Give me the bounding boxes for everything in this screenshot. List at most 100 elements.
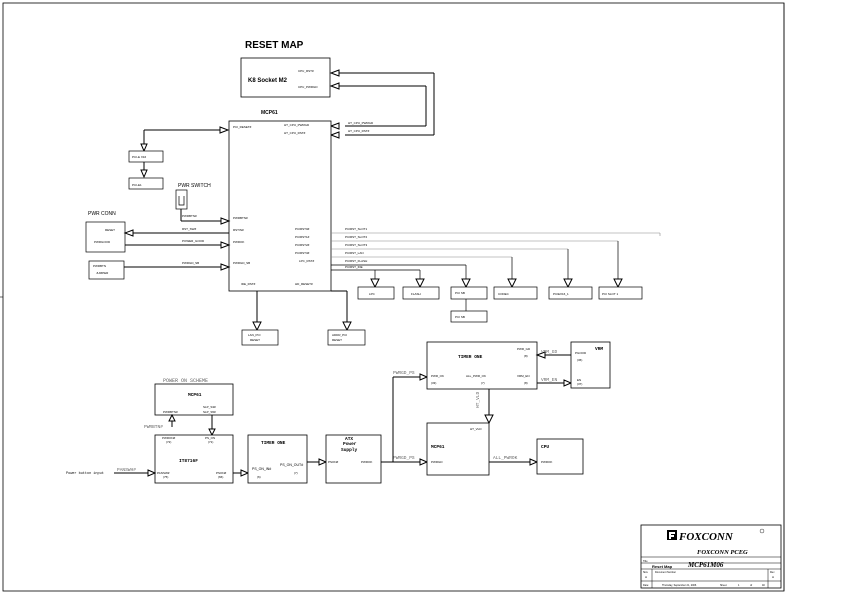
power-button-input-label: Power button input <box>66 471 104 476</box>
scheme-mcp61-slp3: SLP_S3# <box>203 405 216 409</box>
net-pcirst2: PCIRST_SLOT3 <box>345 243 368 247</box>
timer2-all-pwr-ok-num: (7) <box>481 381 485 385</box>
timer-one-title-2: TIMER ONE <box>458 354 483 360</box>
scheme-net-pwrbtn: PWRBTN# <box>144 424 163 430</box>
net-all-pwrok: ALL_PWROK <box>493 455 518 461</box>
net-power-good: POWER_GOOD <box>182 239 205 243</box>
k8-pin-pwrgd: CPU_PWRGD <box>298 85 318 89</box>
timer2-all-pwr-ok: ALL_PWR_OK <box>466 374 486 378</box>
pin-pcirst1: PCIRST1# <box>295 235 310 239</box>
net-lpc-rst: PCIRST_FLASH <box>345 259 367 263</box>
box-pci-slot-1 <box>598 286 643 300</box>
box-lpc <box>357 286 395 300</box>
power-on-scheme-label: POWER ON SCHEME <box>163 378 208 384</box>
pin-pwrgd-sb: PWRGD_SB <box>233 261 250 265</box>
atx-pson: PSON# <box>328 460 339 464</box>
jumper-block <box>88 260 125 280</box>
timer-one-block-2 <box>426 341 538 390</box>
it-ps-on: PS_ON <box>205 436 215 440</box>
timer-one-block-1 <box>247 434 308 484</box>
timer-one-title-1: TIMER ONE <box>261 440 286 446</box>
pin-pci-reset: PCI_RESET# <box>233 125 252 129</box>
it-ps-on-num: (71) <box>208 440 213 444</box>
vrm-pgood: PGOOD <box>575 351 587 355</box>
pin-pcirst0: PCIRST0# <box>295 227 310 231</box>
label-pci-sb-2: PCI SB <box>455 315 465 319</box>
box-ide <box>327 329 366 346</box>
it-pansw-num: (75) <box>163 475 168 479</box>
it-pwron: PWRON# <box>162 436 175 440</box>
pwr-switch-icon[interactable] <box>175 189 188 210</box>
foxconn-logo-text: FOXCONN <box>678 531 734 543</box>
pin-pcirst2: PCIRST2# <box>295 243 310 247</box>
box-pci-e1 <box>128 177 164 190</box>
box-flash <box>402 286 440 300</box>
label-lpc: LPC <box>369 292 376 296</box>
mcp61-title: MCP61 <box>261 110 278 116</box>
k8-pin-rst: CPU_RST# <box>298 69 314 73</box>
label-ide: ADDR_PCI <box>332 333 347 337</box>
timer2-vrm-en: VRM_EN <box>517 374 530 378</box>
scheme-mcp61-slp5: SLP_S5# <box>203 410 216 414</box>
scheme-mcp61-block <box>154 383 234 416</box>
project-name: MCP61M06 <box>687 561 724 569</box>
pin-ht-cpu-pwrgd: HT_CPU_PWRGD <box>284 123 310 127</box>
size-label: Size <box>643 571 648 574</box>
pwr-conn-pwrgood: PWRGOOD <box>94 240 111 244</box>
vrm-title: VRM <box>595 346 603 352</box>
pin-lpc-rst: LPC_RST# <box>299 259 315 263</box>
vrm-pgood-num: (36) <box>577 358 582 362</box>
label-ide-reset: RESET <box>332 338 342 342</box>
title-block: FOXCONN FOXCONN PCEG Title Reset Map MCP… <box>640 524 782 589</box>
mcp61-block: PCI_RESET# HT_CPU_PWRGD HT_CPU_RST# PWRB… <box>228 120 332 292</box>
label-codec: CODEC <box>498 292 510 296</box>
pin-ht-cpu-rst: HT_CPU_RST# <box>284 131 306 135</box>
box-pci-e-x16 <box>128 150 164 163</box>
foxconn-logo: FOXCONN <box>667 528 765 543</box>
box-pciex16-1 <box>548 286 593 300</box>
atx-title-3: Supply <box>341 447 358 453</box>
mcp61-ht-vld: HT_VLD <box>470 427 482 431</box>
atx-pwrok: PWROK <box>361 460 372 464</box>
net-ht-cpu-rst: HT_CPU_RST# <box>348 129 370 133</box>
net-vrm-gd: VRM_GD <box>541 349 558 355</box>
it-pson-num: (66) <box>218 475 223 479</box>
net-pcirst3: PCIRST_LAN <box>345 251 364 255</box>
k8-socket-label: K8 Socket M2 <box>248 78 288 84</box>
cpu-pwrok: PWROK <box>541 460 552 464</box>
vrm-block <box>570 341 611 389</box>
atx-title-2: Power <box>343 441 357 447</box>
k8-socket-block: K8 Socket M2 CPU_RST# CPU_PWRGD <box>240 57 331 98</box>
atx-psu-block <box>325 434 382 484</box>
pwr-switch-label: PWR SWITCH <box>178 183 211 189</box>
timer-ps-on-in-num: (6) <box>257 475 261 479</box>
jumper-label-top: PWRBTN <box>93 264 106 268</box>
net-ht-cpu-pwrgd: HT_CPU_PWRGD <box>348 121 374 125</box>
company-name: FOXCONN PCEG <box>697 549 748 556</box>
scheme-mcp61-pwrbtn: PWRBTN# <box>163 410 178 414</box>
scheme-mcp61-block-2 <box>426 422 490 476</box>
mcp61-pwrgd: PWRGD <box>431 460 443 464</box>
net-vrm-en: VRM_EN <box>541 377 558 383</box>
box-pci-sb <box>450 286 488 300</box>
size-value: A <box>645 575 647 579</box>
pwr-conn-label: PWR CONN <box>88 211 116 217</box>
page-title: RESET MAP <box>245 40 304 51</box>
timer2-pwr-gd: PWR_GD <box>517 347 531 351</box>
jumper-label-bot: JUMPER <box>96 271 109 275</box>
net-pcirst0: PCIRST_SLOT1 <box>345 227 368 231</box>
rev-value: A <box>772 575 774 579</box>
net-pwrgd-ps-top: PWRGD_PS <box>393 370 415 376</box>
cpu-block <box>536 438 584 475</box>
label-pciex16-1: PCIEX16_1 <box>553 292 569 296</box>
pin-pcirst3: PCIRST3# <box>295 251 310 255</box>
timer2-pwr-gd-num: (8) <box>524 354 528 358</box>
pin-hd-reset: HD_RESET# <box>295 282 313 286</box>
sheet-title: Reset Map <box>652 564 673 569</box>
timer-ps-on-out-num: (7) <box>294 471 298 475</box>
sheet-number: 1 <box>738 584 740 587</box>
box-pci-sb-2 <box>450 310 488 323</box>
label-pci-slot-1: PCI SLOT 1 <box>602 292 618 296</box>
net-panswh: PANSWH# <box>117 467 136 473</box>
